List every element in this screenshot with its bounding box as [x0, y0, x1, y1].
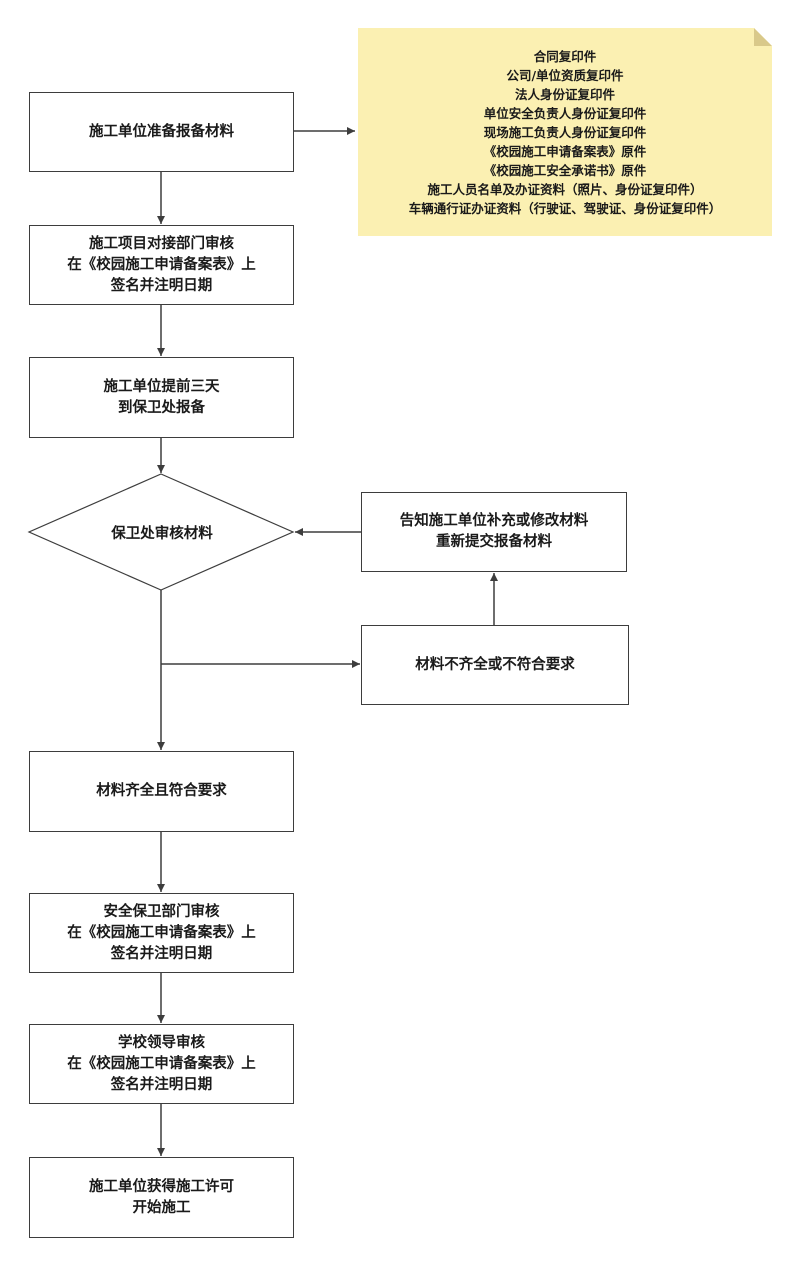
materials-item: 《校园施工安全承诺书》原件 [483, 162, 647, 178]
materials-item: 车辆通行证办证资料（行驶证、驾驶证、身份证复印件） [408, 200, 722, 216]
step-materials-complete: 材料齐全且符合要求 [29, 751, 294, 832]
step-prepare-line-1: 施工单位准备报备材料 [89, 123, 234, 140]
step-permit-line-2: 开始施工 [132, 1199, 191, 1216]
step-permit-granted: 施工单位获得施工许可 开始施工 [29, 1157, 294, 1238]
step-dept-review: 施工项目对接部门审核 在《校园施工申请备案表》上 签名并注明日期 [29, 225, 294, 305]
step-security-review-line-3: 签名并注明日期 [110, 945, 213, 962]
materials-item: 现场施工负责人身份证复印件 [483, 124, 647, 140]
materials-item: 单位安全负责人身份证复印件 [483, 105, 647, 121]
step-report-line-2: 到保卫处报备 [118, 399, 205, 416]
step-prepare-materials: 施工单位准备报备材料 [29, 92, 294, 172]
materials-item: 公司/单位资质复印件 [506, 67, 624, 83]
step-security-review-line-1: 安全保卫部门审核 [103, 903, 220, 920]
step-resubmit-line-1: 告知施工单位补充或修改材料 [399, 513, 589, 529]
decision-review-materials: 保卫处审核材料 [30, 474, 294, 590]
step-complete-line-1: 材料齐全且符合要求 [96, 783, 227, 799]
decision-label: 保卫处审核材料 [111, 525, 213, 542]
step-incomplete-line-1: 材料不齐全或不符合要求 [415, 656, 575, 673]
step-dept-review-line-1: 施工项目对接部门审核 [89, 235, 234, 252]
step-dept-review-line-2: 在《校园施工申请备案表》上 [67, 256, 256, 273]
step-resubmit-line-2: 重新提交报备材料 [436, 534, 552, 550]
step-security-review: 安全保卫部门审核 在《校园施工申请备案表》上 签名并注明日期 [29, 893, 294, 973]
materials-item: 合同复印件 [533, 48, 597, 64]
step-leader-review-line-3: 签名并注明日期 [110, 1076, 213, 1093]
step-resubmit-materials: 告知施工单位补充或修改材料 重新提交报备材料 [361, 492, 627, 572]
step-leader-review-line-1: 学校领导审核 [118, 1034, 205, 1051]
materials-list-note: 合同复印件 公司/单位资质复印件 法人身份证复印件 单位安全负责人身份证复印件 … [358, 28, 772, 236]
materials-item: 《校园施工申请备案表》原件 [483, 143, 647, 159]
step-report-to-security: 施工单位提前三天 到保卫处报备 [29, 357, 294, 438]
step-permit-line-1: 施工单位获得施工许可 [89, 1178, 234, 1195]
step-materials-incomplete: 材料不齐全或不符合要求 [361, 625, 629, 705]
step-leader-review-line-2: 在《校园施工申请备案表》上 [67, 1055, 256, 1072]
materials-item: 施工人员名单及办证资料（照片、身份证复印件） [427, 181, 703, 197]
materials-item: 法人身份证复印件 [514, 86, 615, 102]
step-security-review-line-2: 在《校园施工申请备案表》上 [67, 924, 256, 941]
step-report-line-1: 施工单位提前三天 [103, 378, 220, 395]
step-dept-review-line-3: 签名并注明日期 [110, 277, 213, 294]
step-leader-review: 学校领导审核 在《校园施工申请备案表》上 签名并注明日期 [29, 1024, 294, 1104]
